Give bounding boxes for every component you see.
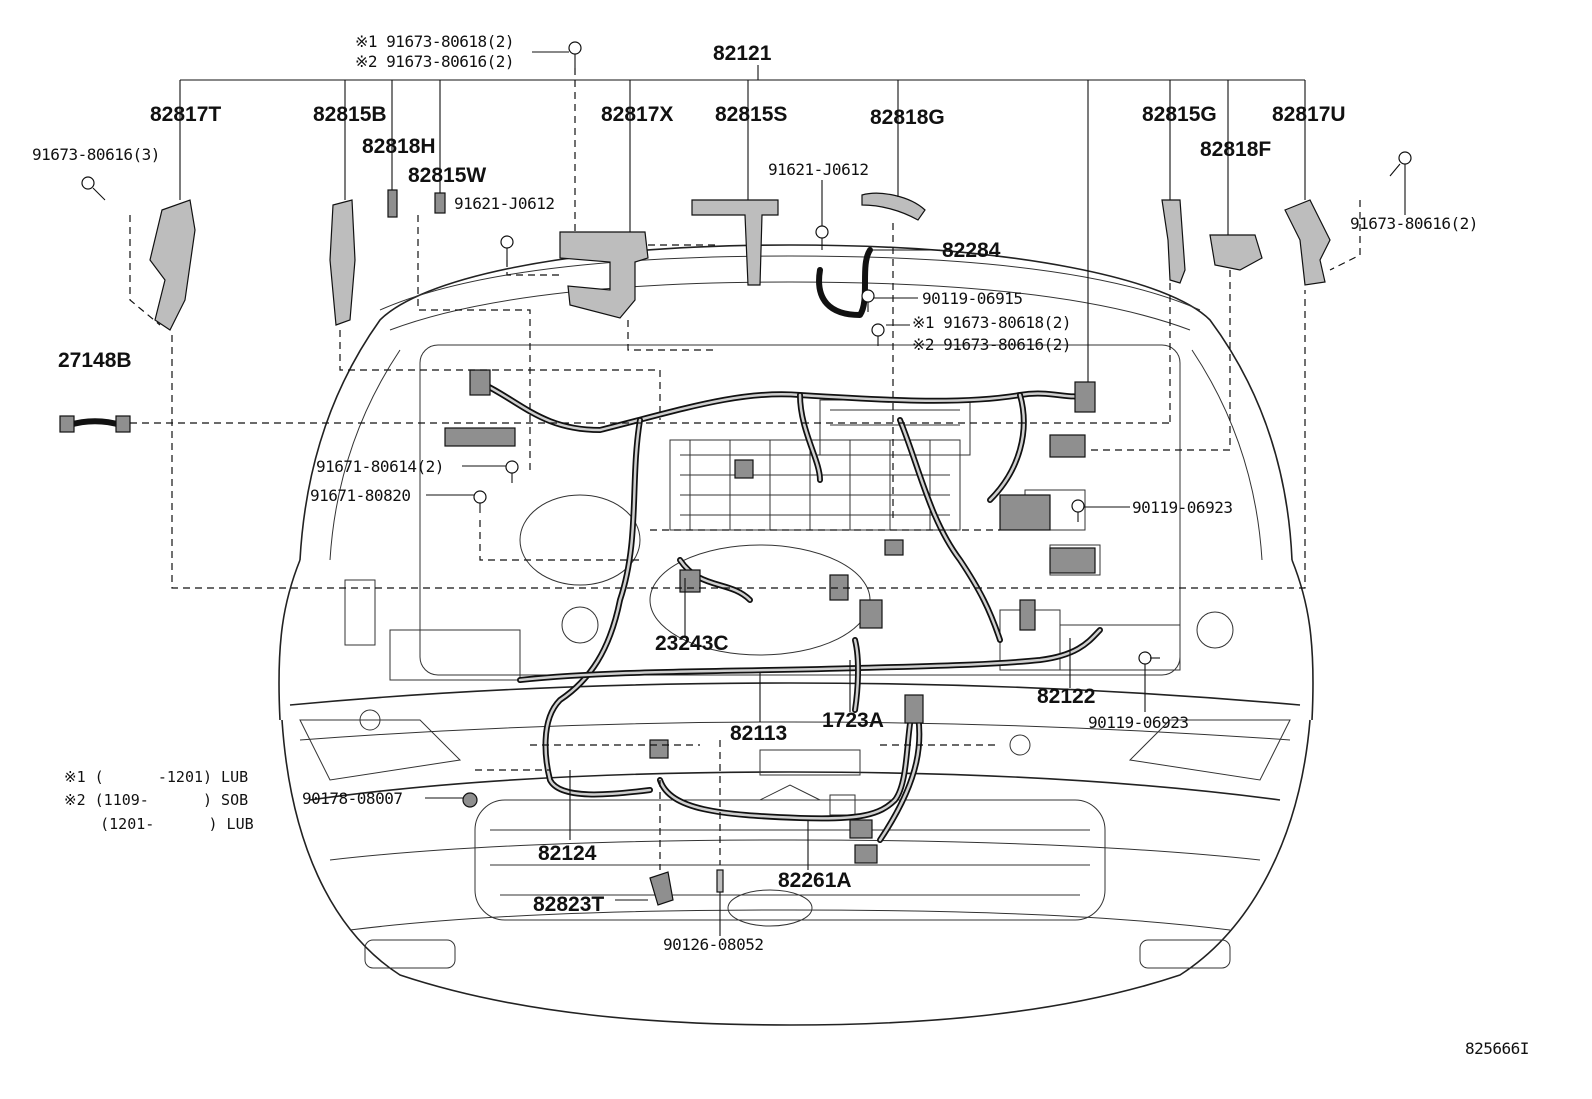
label-bolt-j0612-left: 91621-J0612 [454,194,554,213]
label-1723A: 1723A [822,709,884,732]
dashed-lines [129,68,1361,870]
label-bolt-top-2: ※2 91673-80616(2) [355,52,514,71]
wire-harness-82121 [444,369,1103,864]
label-bolt-left-a: 91673-80616(3) [32,145,160,164]
part-82284 [816,247,873,318]
label-82818H: 82818H [362,135,436,158]
part-82818G [861,192,926,221]
label-82818G: 82818G [870,106,945,129]
figure-id: 825666I [1465,1039,1529,1058]
leader-lines [179,51,1406,936]
label-bolt-j0612-mid: 91621-J0612 [768,160,868,179]
label-82815S: 82815S [715,103,787,126]
label-82113: 82113 [730,722,787,745]
part-82817T [149,199,196,331]
label-82261A: 82261A [778,869,852,892]
clip-icon [462,792,478,808]
part-82815B [329,199,356,326]
bolt-icon [1389,151,1412,177]
part-82817U [1284,199,1331,286]
label-bolt-06923-a: 90119-06923 [1132,498,1232,517]
part-82817X [559,231,649,319]
label-23243C: 23243C [655,632,729,655]
part-82818F [1209,234,1263,271]
callout-labels: 82121 82817T 82815B 82818H 82815W 82817X… [58,42,1346,916]
label-82815G: 82815G [1142,103,1217,126]
label-82823T: 82823T [533,893,604,916]
label-82818F: 82818F [1200,138,1271,161]
label-82817U: 82817U [1272,103,1346,126]
legend: ※1 ( -1201) LUB ※2 (1109- ) SOB (1201- )… [64,768,254,833]
bolt-icon [500,235,514,260]
part-90126-08052 [716,869,724,893]
label-82121: 82121 [713,42,772,65]
part-82823T [649,871,674,906]
label-bolt-top-1: ※1 91673-80618(2) [355,32,514,51]
bolt-icon [815,225,829,250]
bolt-labels: ※1 91673-80618(2) ※2 91673-80616(2) 9167… [32,32,1478,954]
label-82817X: 82817X [601,103,673,126]
label-82284: 82284 [942,239,1001,262]
label-bolt-mid-1: ※1 91673-80618(2) [912,313,1071,332]
bolt-icon [568,41,582,68]
label-82817T: 82817T [150,103,221,126]
label-bolt-08007: 90178-08007 [302,789,402,808]
bolt-icon [473,490,487,513]
bolt-icon [871,323,885,346]
label-bolt-80614: 91671-80614(2) [316,457,444,476]
label-bolt-06923-b: 90119-06923 [1088,713,1188,732]
label-82815W: 82815W [408,164,486,187]
engine-bay [344,344,1234,816]
loose-parts [59,189,1331,906]
label-bolt-80820: 91671-80820 [310,486,410,505]
part-27148B [59,415,131,433]
bolt-icon [1138,651,1160,665]
bolt-icon [861,289,875,312]
bolt-icon [1071,499,1085,522]
label-82122: 82122 [1037,685,1095,708]
label-bolt-06915: 90119-06915 [922,289,1022,308]
label-bolt-mid-2: ※2 91673-80616(2) [912,335,1071,354]
part-82818H [387,189,398,218]
bolt-icon [505,460,519,483]
part-82815S [691,199,779,286]
label-bolt-right-a: 91673-80616(2) [1350,214,1478,233]
label-bolt-08052: 90126-08052 [663,935,763,954]
label-82124: 82124 [538,842,597,865]
vehicle-body-outline [278,244,1314,1026]
legend-line-3: (1201- ) LUB [64,815,254,833]
label-82815B: 82815B [313,103,387,126]
legend-line-1: ※1 ( -1201) LUB [64,768,248,786]
legend-line-2: ※2 (1109- ) SOB [64,791,248,809]
part-82815W [434,192,446,214]
part-82815G [1161,199,1186,284]
label-27148B: 27148B [58,349,132,372]
bolt-icon [81,176,106,201]
